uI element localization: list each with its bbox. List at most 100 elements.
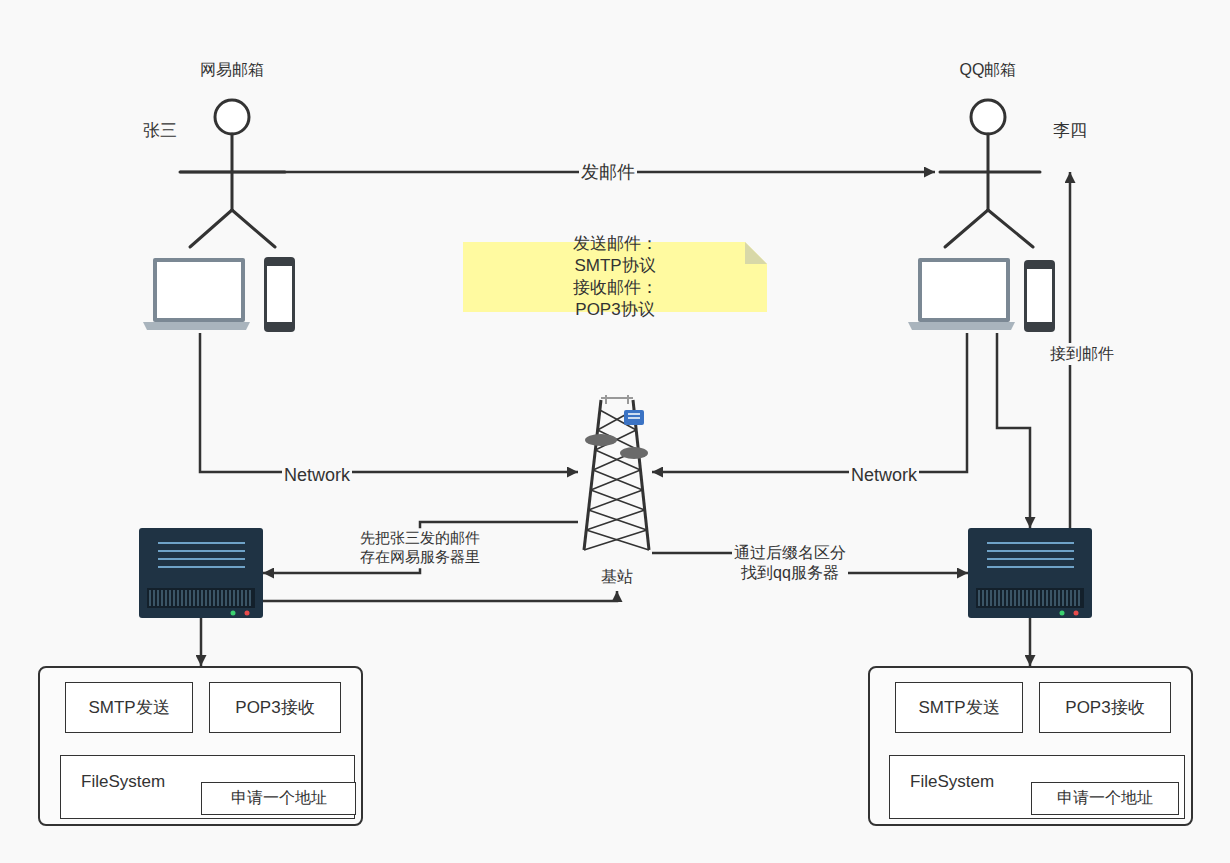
server-icon xyxy=(225,590,227,606)
stick-figure xyxy=(180,100,285,247)
server-icon xyxy=(1030,590,1032,606)
phone-icon xyxy=(1024,260,1055,332)
edge-label: 接到邮件 xyxy=(1048,343,1116,365)
server-icon xyxy=(158,550,245,552)
server-icon xyxy=(968,528,1092,618)
server-icon xyxy=(1006,590,1008,606)
server-icon xyxy=(998,590,1000,606)
laptop-icon xyxy=(922,262,1006,318)
figure-label: 张三 xyxy=(143,119,177,142)
server-icon xyxy=(994,590,996,606)
cell-tower xyxy=(628,417,640,419)
process-box: POP3接收 xyxy=(1039,682,1171,733)
figure-label: QQ邮箱 xyxy=(960,60,1017,81)
server-icon xyxy=(968,528,1092,618)
server-icon xyxy=(150,590,250,606)
server-icon xyxy=(986,590,988,606)
server-icon xyxy=(233,590,235,606)
server-icon xyxy=(976,588,1084,608)
server-icon xyxy=(990,590,992,606)
connector-arrow xyxy=(1029,618,1032,666)
server-icon xyxy=(221,590,223,606)
server-icon xyxy=(982,590,984,606)
server-icon xyxy=(1058,590,1060,606)
server-icon xyxy=(987,543,1074,567)
server-icon xyxy=(245,590,247,606)
node-text: POP3接收 xyxy=(235,696,314,719)
edge-label: Network xyxy=(282,463,352,488)
edge-label: Network xyxy=(849,463,919,488)
server-icon xyxy=(181,590,183,606)
node-text: SMTP发送 xyxy=(918,696,999,719)
server-icon xyxy=(1034,590,1036,606)
cell-tower xyxy=(585,434,617,446)
server-icon xyxy=(1078,590,1080,606)
cell-tower xyxy=(589,490,643,510)
address-box: 申请一个地址 xyxy=(1031,782,1179,815)
storage-box: FileSystem申请一个地址 xyxy=(60,755,355,819)
connector-arrow xyxy=(200,618,203,666)
figure-node: 网易邮箱张三 xyxy=(180,55,285,250)
server-icon xyxy=(1042,590,1044,606)
server-icon xyxy=(158,543,245,567)
node-text: 发送邮件：SMTP协议 接收邮件：POP3协议 xyxy=(573,233,658,321)
connector-arrow xyxy=(200,333,578,472)
server-icon xyxy=(189,590,191,606)
server-icon xyxy=(1014,590,1016,606)
cell-tower xyxy=(593,470,643,490)
phone-icon xyxy=(1024,260,1055,332)
server-icon xyxy=(987,558,1074,560)
cell-tower xyxy=(627,395,629,404)
laptop-icon xyxy=(908,258,1015,330)
laptop-icon xyxy=(153,258,245,322)
server-icon xyxy=(139,528,263,618)
figure-label: 基站 xyxy=(601,567,633,588)
server-icon xyxy=(201,590,203,606)
edge-label: 通过后缀名区分 找到qq服务器 xyxy=(732,542,848,584)
address-box: 申请一个地址 xyxy=(201,782,356,815)
server-icon xyxy=(1046,590,1048,606)
server-icon xyxy=(1074,590,1076,606)
server-icon xyxy=(249,590,251,606)
stick-figure xyxy=(971,100,1005,134)
server-icon xyxy=(161,590,163,606)
stick-figure xyxy=(940,171,1040,174)
laptop-icon xyxy=(908,322,1015,330)
figure-node: QQ邮箱李四 xyxy=(935,55,1040,250)
cell-tower xyxy=(605,395,607,404)
node-text: 申请一个地址 xyxy=(231,788,327,809)
device-node xyxy=(905,255,1057,333)
server-panel: SMTP发送POP3接收FileSystem申请一个地址 xyxy=(38,666,363,826)
cell-tower xyxy=(624,410,644,425)
server-icon xyxy=(165,590,167,606)
process-box: SMTP发送 xyxy=(895,682,1023,733)
server-icon xyxy=(987,542,1074,544)
stick-figure xyxy=(945,210,988,247)
server-icon xyxy=(193,590,195,606)
server-icon xyxy=(1066,590,1068,606)
stick-figure xyxy=(232,210,275,247)
server-icon xyxy=(1060,611,1065,616)
server-icon xyxy=(1010,590,1012,606)
server-icon xyxy=(205,590,207,606)
server-icon xyxy=(157,590,159,606)
device-node xyxy=(968,528,1092,618)
edge-label: 发邮件 xyxy=(579,160,637,185)
server-icon xyxy=(1054,590,1056,606)
stick-figure xyxy=(988,210,1033,247)
server-icon xyxy=(1022,590,1024,606)
cell-tower xyxy=(620,447,648,459)
server-icon xyxy=(158,566,245,568)
stick-figure xyxy=(215,100,249,134)
connector-arrow xyxy=(263,522,578,573)
server-icon xyxy=(979,590,1079,606)
server-icon xyxy=(213,590,215,606)
server-icon xyxy=(987,550,1074,552)
server-icon xyxy=(1038,590,1040,606)
server-icon xyxy=(1002,590,1004,606)
device-node xyxy=(140,255,298,333)
server-icon xyxy=(1026,590,1028,606)
server-icon xyxy=(153,590,155,606)
laptop-icon xyxy=(157,262,241,318)
